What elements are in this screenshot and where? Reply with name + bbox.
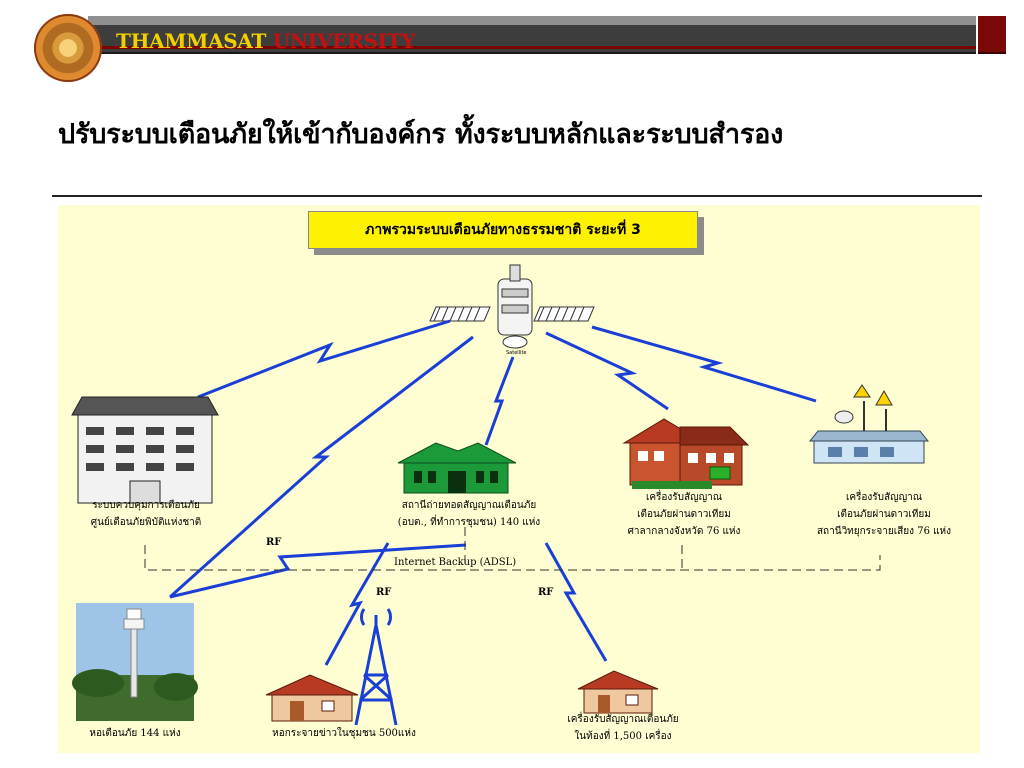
- link-relay-receiver: [544, 542, 608, 662]
- radio-station-label-line2: เตือนภัยผ่านดาวเทียม: [837, 509, 931, 520]
- local-receiver-house-icon: [577, 670, 659, 714]
- slide-title: ปรับระบบเตือนภัยให้เข้ากับองค์กร ทั้งระบ…: [58, 119, 784, 150]
- header-red-stripe: [88, 46, 976, 49]
- local-receiver-label-line1: เครื่องรับสัญญาณเตือนภัย: [567, 714, 679, 725]
- radio-station-label: เครื่องรับสัญญาณ เตือนภัยผ่านดาวเทียม สถ…: [792, 489, 976, 540]
- brand-word-university: UNIVERSITY: [272, 29, 416, 53]
- link-satellite-tower: [168, 335, 474, 599]
- internet-backup-label: Internet Backup (ADSL): [394, 557, 517, 568]
- rf-label-receiver-link: RF: [538, 587, 554, 598]
- link-satellite-control: [197, 319, 451, 399]
- internet-backup-line: [144, 527, 881, 571]
- rf-label-broadcast-link: RF: [376, 587, 392, 598]
- control-center-label: ระบบควบคุมการเตือนภัย ศูนย์เตือนภัยพิบัต…: [64, 497, 228, 531]
- radio-station-building-icon: [808, 384, 930, 464]
- provincial-hall-label: เครื่องรับสัญญาณ เตือนภัยผ่านดาวเทียม ศา…: [604, 489, 764, 540]
- local-receiver-label: เครื่องรับสัญญาณเตือนภัย ในท้องที่ 1,500…: [538, 711, 708, 745]
- link-satellite-provincial: [545, 331, 669, 411]
- provincial-hall-label-line2: เตือนภัยผ่านดาวเทียม: [637, 509, 731, 520]
- brand-word-thammasat: THAMMASAT: [116, 29, 267, 53]
- link-relay-broadcast: [324, 542, 390, 666]
- link-satellite-relay: [484, 356, 515, 446]
- diagram-graphics: Satellite: [71, 264, 930, 726]
- relay-station-label-line2: (อบต., ที่ทำการชุมชน) 140 แห่ง: [397, 517, 541, 528]
- link-satellite-radio: [591, 325, 817, 403]
- local-receiver-label-line2: ในท้องที่ 1,500 เครื่อง: [574, 731, 672, 742]
- relay-station-building-icon: [397, 442, 517, 494]
- header-corner-block: [978, 16, 1006, 54]
- header-highlight-stripe: [88, 16, 976, 25]
- university-seal-icon: [34, 14, 102, 82]
- control-center-label-line1: ระบบควบคุมการเตือนภัย: [92, 500, 200, 511]
- header-band: [88, 16, 976, 54]
- link-relay-tower: [169, 543, 467, 599]
- provincial-hall-label-line1: เครื่องรับสัญญาณ: [645, 492, 723, 503]
- warning-tower-label: หอเตือนภัย 144 แห่ง: [89, 728, 181, 739]
- satellite-icon: [429, 264, 595, 349]
- radio-station-label-line1: เครื่องรับสัญญาณ: [845, 492, 923, 503]
- rf-label-tower-link: RF: [266, 537, 282, 548]
- relay-station-label: สถานีถ่ายทอดสัญญาณเตือนภัย (อบต., ที่ทำก…: [364, 497, 574, 531]
- control-center-building-icon: [71, 396, 219, 504]
- warning-system-diagram: Satellite: [58, 205, 980, 753]
- wireless-links: [168, 319, 817, 666]
- broadcast-tower-icon: [354, 608, 398, 726]
- provincial-hall-label-line3: ศาลากลางจังหวัด 76 แห่ง: [627, 526, 741, 537]
- provincial-hall-building-icon: [622, 418, 750, 489]
- community-broadcast-label: หอกระจายข่าวในชุมชน 500แห่ง: [272, 728, 416, 739]
- diagram-title: ภาพรวมระบบเตือนภัยทางธรรมชาติ ระยะที่ 3: [308, 211, 698, 249]
- brand-name: THAMMASAT UNIVERSITY: [116, 29, 416, 53]
- warning-tower-photo: [72, 603, 198, 721]
- control-center-label-line2: ศูนย์เตือนภัยพิบัติแห่งชาติ: [90, 517, 202, 528]
- satellite-label: Satellite: [506, 350, 526, 356]
- radio-station-label-line3: สถานีวิทยุกระจายเสียง 76 แห่ง: [816, 526, 952, 537]
- community-house-icon: [265, 674, 359, 722]
- relay-station-label-line1: สถานีถ่ายทอดสัญญาณเตือนภัย: [401, 500, 537, 511]
- title-divider: [52, 195, 982, 197]
